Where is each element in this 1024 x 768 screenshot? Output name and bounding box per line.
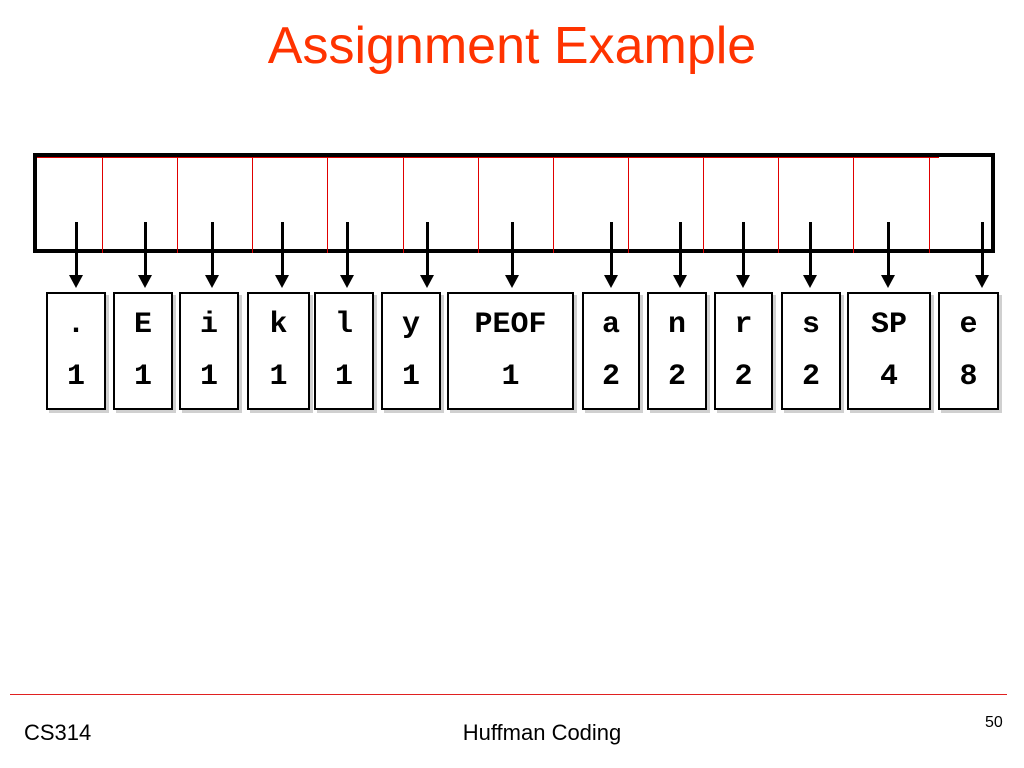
array-slot-divider <box>252 157 253 253</box>
pointer-arrow-head <box>138 275 152 288</box>
pointer-arrow-line <box>511 222 514 275</box>
pointer-arrow-head <box>420 275 434 288</box>
pointer-arrow-head <box>505 275 519 288</box>
node-count: 1 <box>133 360 152 394</box>
footer-topic: Huffman Coding <box>462 720 622 745</box>
array-slot-divider <box>929 157 930 253</box>
node-count: 1 <box>401 360 420 394</box>
node-symbol: e <box>959 308 978 342</box>
node-symbol: E <box>133 308 152 342</box>
pointer-arrow-line <box>887 222 890 275</box>
node-count: 8 <box>959 360 978 394</box>
array-slot-divider <box>853 157 854 253</box>
huffman-node: PEOF 1 <box>447 292 574 410</box>
node-count: 2 <box>667 360 686 394</box>
pointer-arrow-line <box>281 222 284 275</box>
node-symbol: i <box>199 308 218 342</box>
slide-title: Assignment Example <box>267 17 757 75</box>
node-symbol: l <box>334 308 353 342</box>
slide-number: 50 <box>985 714 1003 731</box>
pointer-arrow-head <box>69 275 83 288</box>
pointer-arrow-head <box>340 275 354 288</box>
array-slot-divider <box>177 157 178 253</box>
pointer-arrow-line <box>809 222 812 275</box>
node-symbol: k <box>269 308 288 342</box>
pointer-arrow-line <box>981 222 984 275</box>
footer-course: CS314 <box>24 720 92 745</box>
array-slot-divider <box>102 157 103 253</box>
footer-divider <box>10 694 1007 695</box>
array-slot-divider <box>478 157 479 253</box>
node-count: 2 <box>801 360 820 394</box>
pointer-arrow-line <box>742 222 745 275</box>
pointer-arrow-line <box>211 222 214 275</box>
node-count: 2 <box>734 360 753 394</box>
pointer-arrow-head <box>205 275 219 288</box>
node-count: 1 <box>334 360 353 394</box>
huffman-node: .1 <box>46 292 106 410</box>
node-symbol: SP <box>870 308 907 342</box>
pointer-arrow-head <box>275 275 289 288</box>
node-symbol: . <box>66 308 85 342</box>
node-count: 1 <box>66 360 85 394</box>
array-slot-divider <box>553 157 554 253</box>
priority-queue-array <box>33 153 995 253</box>
pointer-arrow-line <box>144 222 147 275</box>
array-slot-divider <box>778 157 779 253</box>
array-slot-divider <box>628 157 629 253</box>
pointer-arrow-head <box>673 275 687 288</box>
array-slot-divider <box>327 157 328 253</box>
node-count: 2 <box>601 360 620 394</box>
huffman-node: SP 4 <box>847 292 931 410</box>
node-symbol: PEOF <box>474 308 547 342</box>
node-symbol: y <box>401 308 420 342</box>
node-symbol: r <box>734 308 753 342</box>
pointer-arrow-head <box>604 275 618 288</box>
pointer-arrow-line <box>679 222 682 275</box>
array-slot-divider <box>703 157 704 253</box>
node-count: 4 <box>879 360 898 394</box>
node-count: 1 <box>269 360 288 394</box>
array-slot-topline <box>37 157 939 158</box>
pointer-arrow-head <box>881 275 895 288</box>
pointer-arrow-line <box>610 222 613 275</box>
node-symbol: a <box>601 308 620 342</box>
pointer-arrow-line <box>346 222 349 275</box>
pointer-arrow-head <box>975 275 989 288</box>
array-slot-divider <box>403 157 404 253</box>
pointer-arrow-head <box>736 275 750 288</box>
pointer-arrow-head <box>803 275 817 288</box>
pointer-arrow-line <box>426 222 429 275</box>
node-count: 1 <box>501 360 520 394</box>
pointer-arrow-line <box>75 222 78 275</box>
node-symbol: s <box>801 308 820 342</box>
node-symbol: n <box>667 308 686 342</box>
node-count: 1 <box>199 360 218 394</box>
